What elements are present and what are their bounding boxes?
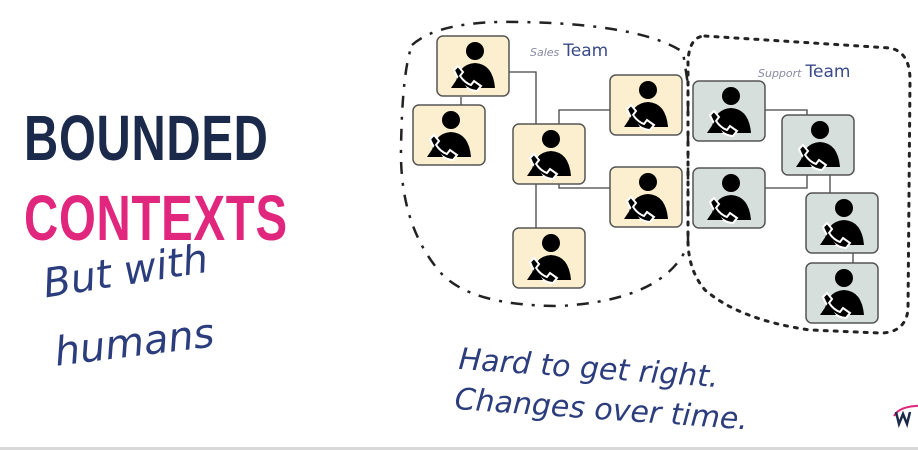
sales-team-member: [412, 104, 486, 166]
support-team-member: [692, 167, 766, 229]
bottom-divider: [0, 447, 918, 450]
connectors: [460, 71, 854, 263]
support-label-small: Support: [758, 67, 802, 80]
sales-label-big: Team: [562, 41, 608, 61]
support-team-member: [805, 192, 879, 254]
sales-team-member: [609, 166, 683, 228]
sales-team-member: [436, 35, 510, 97]
sales-team-member: [609, 74, 683, 136]
support-team-member: [781, 114, 855, 176]
sales-boundary: [399, 20, 690, 308]
support-boundary: [686, 34, 912, 335]
brand-logo: [893, 404, 918, 429]
sales-label-small: Sales: [530, 46, 560, 59]
title-contexts: CONTEXTS: [24, 182, 288, 254]
support-team-member: [692, 80, 766, 142]
support-team-member: [805, 262, 879, 324]
sales-team-member: [512, 123, 586, 185]
sales-team-member: [512, 227, 586, 289]
title-bounded: BOUNDED: [24, 102, 269, 174]
support-label-big: Team: [804, 62, 850, 82]
